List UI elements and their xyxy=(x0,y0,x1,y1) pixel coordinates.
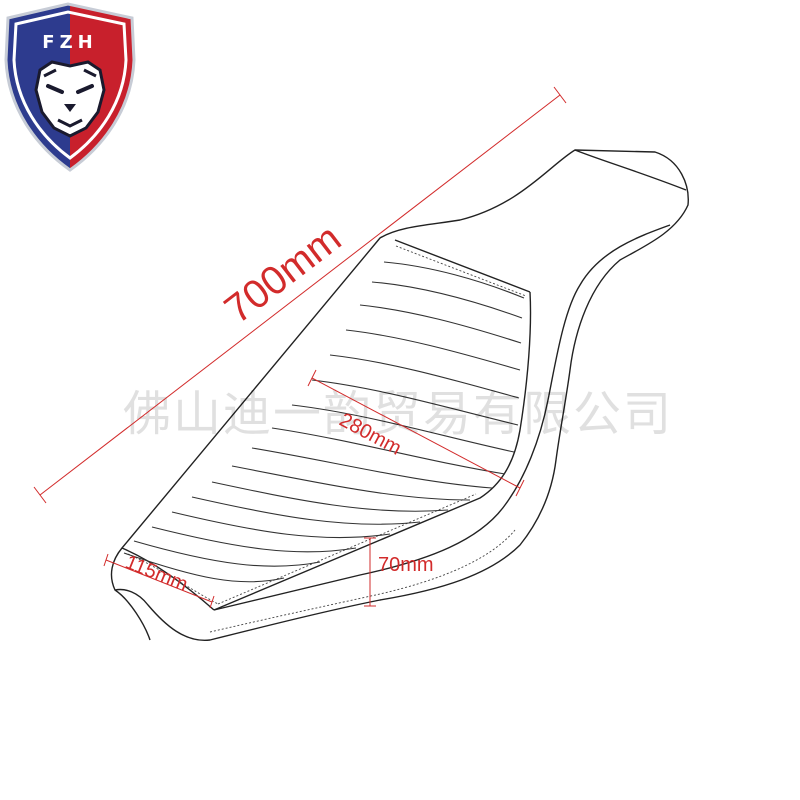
seat-outline xyxy=(110,149,689,641)
rider-seat-dimension-line xyxy=(311,377,521,489)
logo-text: FZH xyxy=(42,32,97,53)
rider-seat-length-label: 280mm xyxy=(336,409,405,460)
lion-head-icon xyxy=(34,60,106,138)
seat-pleats xyxy=(123,261,525,583)
length-label: 700mm xyxy=(217,216,350,332)
length-dimension-line xyxy=(39,94,561,496)
watermark-text: 佛山迪一韵贸易有限公司 xyxy=(123,386,673,442)
nose-width-label: 115mm xyxy=(122,551,191,596)
height-label: 70mm xyxy=(378,554,434,576)
nose-width-dimension-line xyxy=(105,559,213,603)
